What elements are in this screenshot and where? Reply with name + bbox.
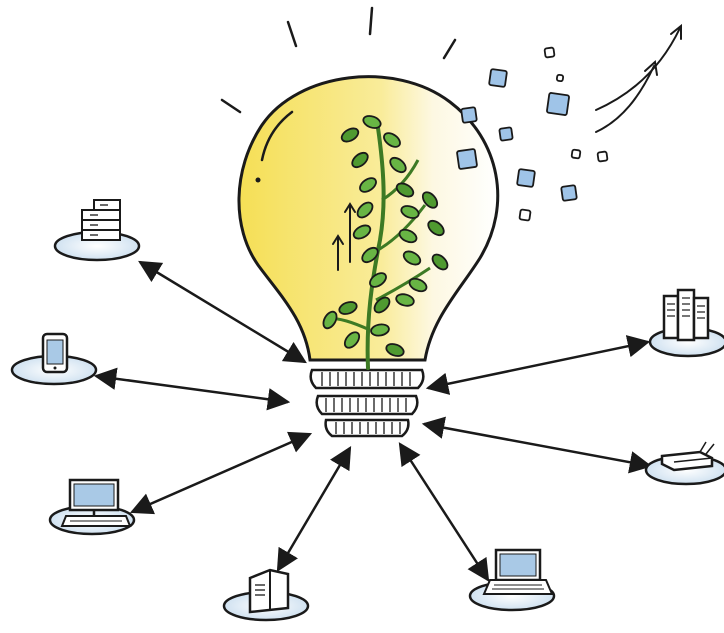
leaf: [383, 132, 401, 148]
leaf: [361, 246, 379, 264]
leaf: [356, 201, 374, 219]
leaf: [359, 177, 377, 193]
pixel-square: [456, 148, 478, 170]
laptop-icon: [468, 548, 556, 612]
pixel-square: [518, 208, 532, 222]
pixel-square: [516, 168, 536, 188]
bulb-highlight: [260, 110, 294, 162]
leaf: [421, 191, 439, 209]
pixel-square: [546, 92, 570, 116]
leaf: [340, 127, 360, 143]
leaf: [427, 219, 445, 237]
growth-arrows: [332, 202, 356, 271]
database-server-icon: [53, 199, 141, 262]
leaf: [385, 343, 405, 357]
desktop-computer-icon: [48, 478, 136, 536]
leaf: [408, 277, 428, 293]
leaf: [351, 151, 369, 169]
leaf: [389, 156, 407, 174]
connection-arrows: [93, 260, 653, 582]
leaf: [402, 250, 422, 266]
pixel-square: [570, 148, 582, 160]
leaf: [400, 205, 420, 219]
leaf: [398, 228, 418, 244]
pixel-square: [596, 150, 609, 163]
tower-pc-icon: [222, 568, 310, 622]
pixel-square: [488, 68, 508, 88]
pixel-square: [498, 126, 514, 142]
smartphone-icon: [10, 332, 98, 386]
leaf: [431, 253, 449, 271]
leaf: [322, 310, 338, 330]
leaf: [395, 182, 415, 198]
leaf: [395, 293, 415, 307]
pixel-cloud: [456, 46, 609, 222]
leaf: [338, 301, 358, 315]
leaf: [362, 115, 382, 129]
leaf: [373, 296, 391, 314]
leaf: [369, 272, 387, 288]
pixel-square: [560, 184, 578, 202]
leaf: [343, 331, 361, 349]
plant-icon: [322, 115, 449, 370]
pixel-square: [543, 46, 556, 59]
router-icon: [644, 441, 724, 486]
pixel-square: [460, 106, 478, 124]
leaf: [370, 323, 390, 337]
trend-arrows: [595, 23, 682, 133]
server-rack-icon: [648, 288, 724, 358]
pixel-square: [555, 73, 565, 83]
spark-lines: [220, 6, 457, 114]
leaf: [352, 224, 372, 240]
plant-leaves: [322, 115, 449, 357]
